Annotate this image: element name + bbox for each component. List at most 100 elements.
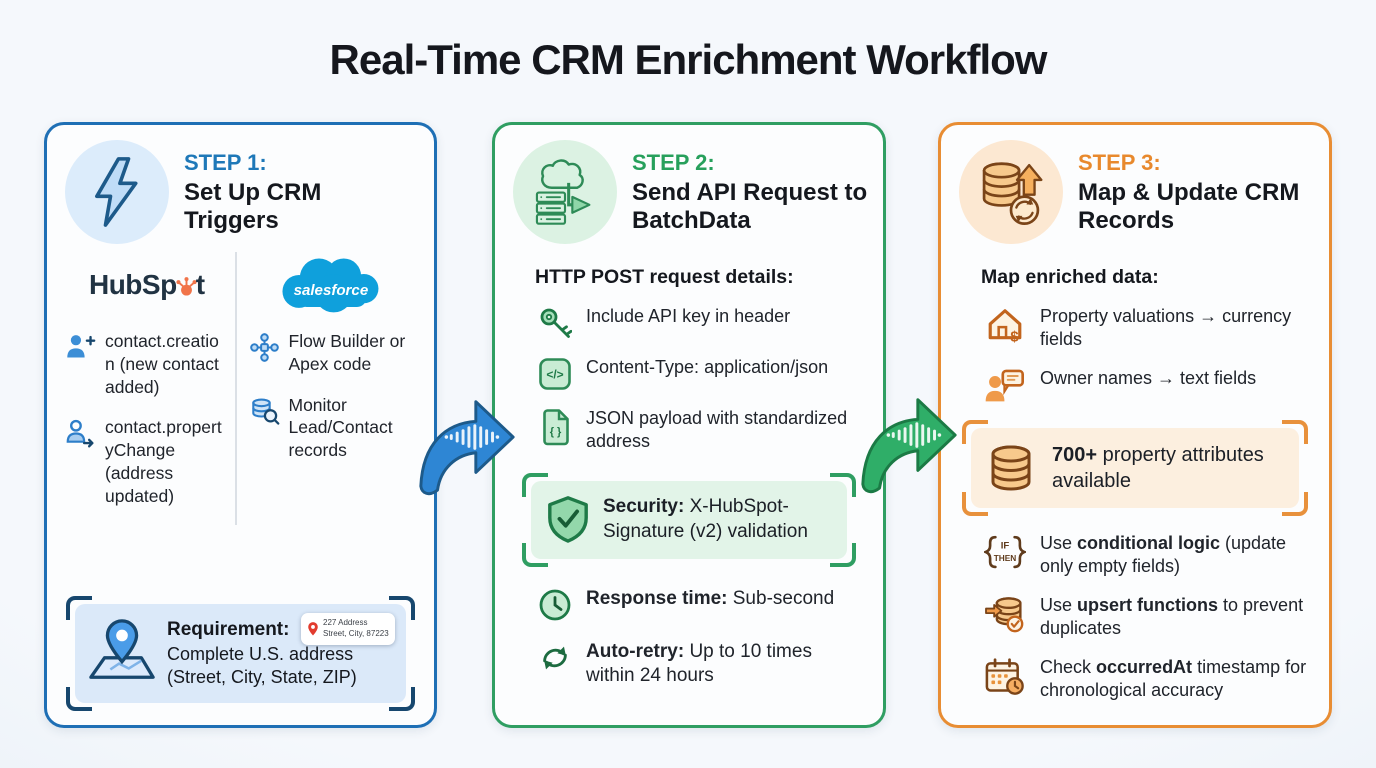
workflow-title: Real-Time CRM Enrichment Workflow bbox=[329, 36, 1048, 83]
trigger-monitor-records: Monitor Lead/Contact records bbox=[249, 394, 413, 462]
code-icon: </> bbox=[537, 356, 573, 391]
trigger-text: Flow Builder or Apex code bbox=[288, 331, 406, 374]
occurredat-item: Check occurredAt timestamp for chronolog… bbox=[983, 656, 1311, 702]
lightning-icon bbox=[65, 140, 169, 244]
api-key-item: Include API key in header bbox=[537, 305, 865, 340]
step3-title: Map & Update CRM Records bbox=[1078, 178, 1300, 234]
step2-label: STEP 2: bbox=[632, 149, 715, 175]
owner-names-item: Owner names → text fields bbox=[983, 367, 1311, 406]
user-plus-icon bbox=[65, 330, 96, 398]
item-text: Use upsert functions to prevent duplicat… bbox=[1040, 595, 1304, 639]
flow-arrow-green-icon bbox=[861, 398, 957, 494]
corner-bracket bbox=[389, 687, 415, 711]
map-pin-icon bbox=[85, 617, 159, 690]
corner-bracket bbox=[830, 543, 856, 568]
step3-label: STEP 3: bbox=[1078, 149, 1161, 175]
content-type-item: </> Content-Type: application/json bbox=[537, 356, 865, 391]
requirement-box: Requirement:Complete U.S. address (Stree… bbox=[66, 596, 415, 711]
corner-bracket bbox=[522, 473, 548, 498]
trigger-text: contact.creation (new contact added) bbox=[105, 331, 219, 397]
svg-text:$: $ bbox=[1010, 329, 1018, 344]
address-card-text: 227 Address Street, City, 87223 bbox=[323, 618, 389, 638]
svg-text:THEN: THEN bbox=[994, 553, 1017, 563]
trigger-flow-builder: Flow Builder or Apex code bbox=[249, 330, 413, 376]
house-dollar-icon: $ bbox=[983, 305, 1027, 344]
cloud-server-icon bbox=[513, 140, 617, 244]
hubspot-logo-text-post: t bbox=[195, 269, 205, 300]
step3-panel: STEP 3: Map & Update CRM Records Map enr… bbox=[938, 122, 1332, 728]
trigger-text: contact.propertyChange (address updated) bbox=[105, 417, 222, 506]
item-text: Owner names → text fields bbox=[1040, 368, 1257, 389]
item-text: Check occurredAt timestamp for chronolog… bbox=[1040, 657, 1307, 701]
requirement-text: Requirement:Complete U.S. address (Stree… bbox=[167, 619, 357, 687]
svg-text:IF: IF bbox=[1001, 541, 1010, 552]
upsert-database-icon bbox=[983, 594, 1027, 633]
item-text: Response time: Sub-second bbox=[586, 588, 835, 610]
step3-header-text: STEP 3: Map & Update CRM Records bbox=[1078, 150, 1315, 235]
step1-label: STEP 1: bbox=[184, 149, 267, 175]
http-post-heading: HTTP POST request details: bbox=[535, 266, 794, 288]
item-text: Include API key in header bbox=[586, 306, 791, 326]
salesforce-column: salesforce Flow Builder or Apex code Mon… bbox=[234, 252, 419, 526]
attributes-highlight-box: 700+ property attributes available bbox=[962, 420, 1308, 517]
corner-bracket bbox=[962, 420, 988, 445]
corner-bracket bbox=[522, 543, 548, 568]
step2-panel: STEP 2: Send API Request to BatchData HT… bbox=[492, 122, 886, 728]
user-arrow-icon bbox=[65, 416, 96, 507]
salesforce-logo-text: salesforce bbox=[294, 282, 369, 299]
trigger-property-change: contact.propertyChange (address updated) bbox=[65, 416, 229, 507]
step2-header-text: STEP 2: Send API Request to BatchData bbox=[632, 150, 869, 235]
step2-header: STEP 2: Send API Request to BatchData bbox=[495, 125, 883, 244]
step3-header: STEP 3: Map & Update CRM Records bbox=[941, 125, 1329, 244]
step1-header-text: STEP 1: Set Up CRM Triggers bbox=[184, 150, 420, 235]
location-pin-icon bbox=[308, 621, 318, 636]
highlight-text: 700+ property attributes available bbox=[1052, 444, 1264, 493]
step1-header: STEP 1: Set Up CRM Triggers bbox=[47, 125, 434, 244]
auto-retry-item: Auto-retry: Up to 10 times within 24 hou… bbox=[537, 640, 865, 689]
item-text: Use conditional logic (update only empty… bbox=[1040, 533, 1287, 577]
svg-text:{ }: { } bbox=[550, 426, 562, 438]
json-payload-item: { } JSON payload with standardized addre… bbox=[537, 407, 865, 453]
item-text: JSON payload with standardized address bbox=[586, 408, 848, 452]
upsert-functions-item: Use upsert functions to prevent duplicat… bbox=[983, 594, 1311, 640]
database-search-icon bbox=[249, 394, 280, 462]
trigger-contact-creation: contact.creation (new contact added) bbox=[65, 330, 229, 398]
owner-chat-icon bbox=[983, 367, 1027, 406]
map-enriched-heading: Map enriched data: bbox=[981, 266, 1159, 288]
database-sync-icon bbox=[959, 140, 1063, 244]
item-text: Auto-retry: Up to 10 times within 24 hou… bbox=[586, 641, 812, 687]
shield-check-icon bbox=[548, 496, 588, 543]
address-card: 227 Address Street, City, 87223 bbox=[301, 613, 395, 645]
trigger-text: Monitor Lead/Contact records bbox=[288, 394, 393, 461]
property-valuations-item: $ Property valuations → currency fields bbox=[983, 305, 1311, 351]
database-icon bbox=[991, 445, 1031, 491]
corner-bracket bbox=[66, 687, 92, 711]
clock-icon bbox=[537, 587, 573, 622]
corner-bracket bbox=[1282, 492, 1308, 517]
json-file-icon: { } bbox=[537, 407, 573, 446]
step1-title: Set Up CRM Triggers bbox=[184, 178, 322, 234]
step2-footer: Response time: Sub-second Auto-retry: Up… bbox=[495, 587, 883, 689]
calendar-clock-icon bbox=[983, 656, 1027, 696]
corner-bracket bbox=[1282, 420, 1308, 445]
item-text: Content-Type: application/json bbox=[586, 357, 829, 377]
corner-bracket bbox=[962, 492, 988, 517]
hubspot-logo-text-pre: HubSp bbox=[88, 269, 177, 300]
retry-icon bbox=[537, 640, 573, 675]
step2-title: Send API Request to BatchData bbox=[632, 178, 868, 234]
security-text: Security: X-HubSpot-Signature (v2) valid… bbox=[603, 496, 808, 543]
key-icon bbox=[537, 305, 573, 340]
svg-text:</>: </> bbox=[546, 368, 563, 382]
flow-arrow-blue-icon bbox=[419, 400, 515, 496]
hubspot-sprocket-icon bbox=[176, 277, 197, 296]
item-text: Property valuations → currency fields bbox=[1040, 306, 1292, 350]
flow-builder-icon bbox=[249, 330, 280, 376]
response-time-item: Response time: Sub-second bbox=[537, 587, 865, 622]
